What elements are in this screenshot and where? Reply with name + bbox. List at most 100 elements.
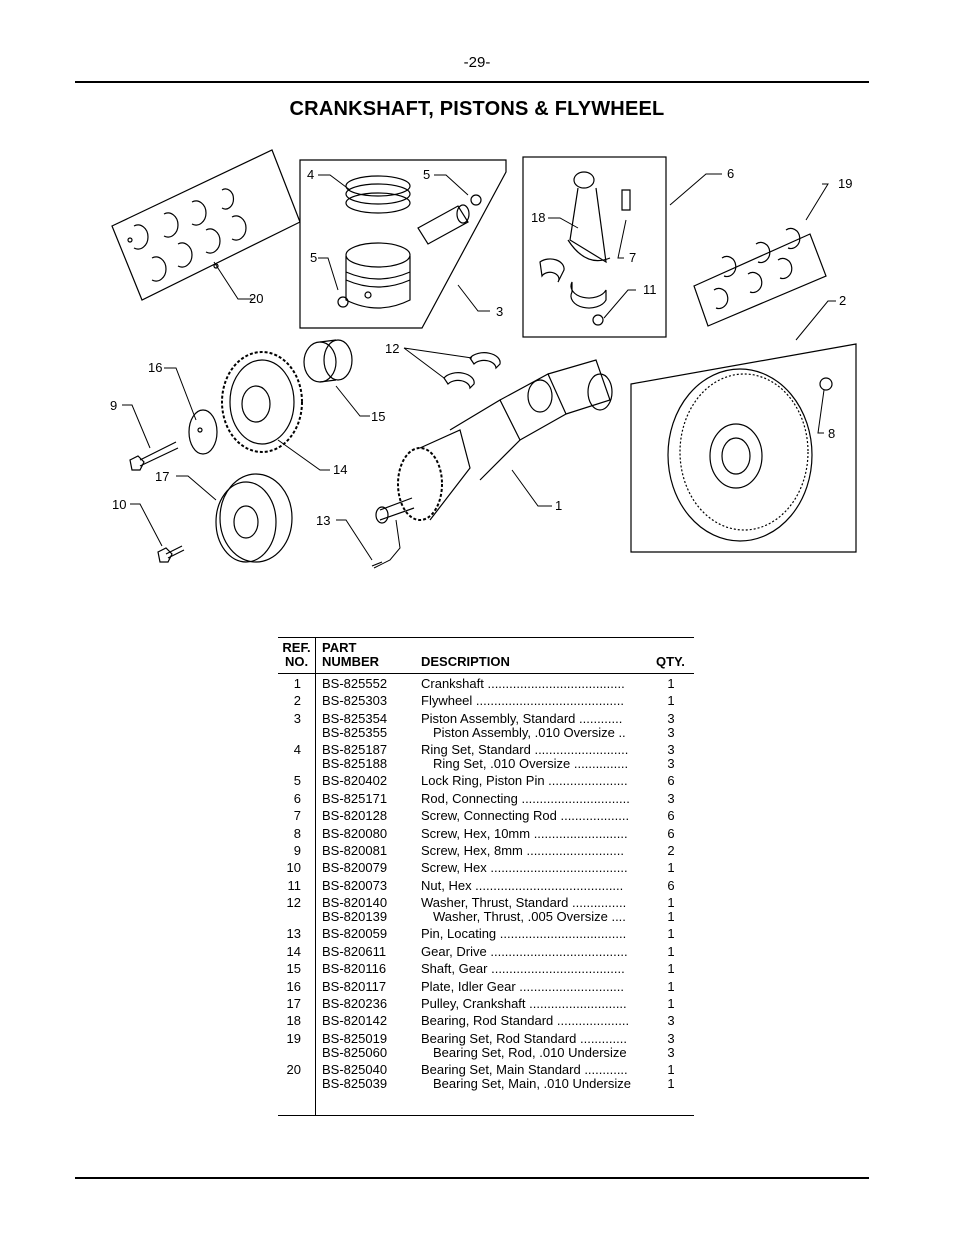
rod-bearing-set-drawing bbox=[693, 227, 827, 327]
part-number: BS-825187 bbox=[322, 742, 388, 758]
ref-number: 5 bbox=[293, 773, 301, 789]
part-description: Bearing Set, Main, .010 Undersize bbox=[433, 1076, 631, 1091]
part-number: BS-820117 bbox=[322, 978, 387, 994]
part-description: Crankshaft .............................… bbox=[421, 677, 625, 691]
callout-12: 12 bbox=[385, 341, 399, 356]
header-part-number: PART NUMBER bbox=[322, 641, 379, 669]
part-description: Piston Assembly, Standard ............ bbox=[421, 711, 623, 726]
part-number: BS-825171 bbox=[322, 790, 388, 806]
callout-14: 14 bbox=[333, 462, 347, 477]
ref-number: 15 bbox=[286, 961, 301, 977]
part-qty: 1 bbox=[667, 1075, 675, 1091]
ref-number: 19 bbox=[286, 1030, 301, 1046]
part-description: Rod, Connecting ........................… bbox=[421, 791, 630, 806]
crankshaft-pulley-drawing bbox=[215, 473, 293, 563]
part-description: Shaft, Gear ............................… bbox=[421, 962, 625, 977]
part-qty: 6 bbox=[667, 877, 675, 893]
gear-shaft-drawing bbox=[303, 339, 353, 383]
part-number: BS-820081 bbox=[322, 842, 388, 858]
header-ref: REF. NO. bbox=[280, 641, 313, 669]
hex-screw-8mm-drawing bbox=[129, 441, 179, 471]
part-description: Flywheel ...............................… bbox=[421, 694, 624, 709]
ref-number: 11 bbox=[287, 877, 302, 893]
part-description: Plate, Idler Gear ......................… bbox=[421, 979, 625, 994]
part-number: BS-820059 bbox=[322, 926, 388, 942]
part-description: Bearing Set, Rod, .010 Undersize bbox=[433, 1045, 627, 1060]
part-qty: 6 bbox=[667, 825, 675, 841]
callout-5-top: 5 bbox=[423, 167, 430, 182]
part-number: BS-820073 bbox=[322, 877, 388, 893]
header-part-line2: NUMBER bbox=[322, 654, 380, 669]
part-description: Gear, Drive ............................… bbox=[421, 944, 628, 959]
part-qty: 3 bbox=[667, 1030, 675, 1046]
table-top-rule bbox=[278, 637, 694, 638]
table-header-rule bbox=[278, 673, 694, 674]
callout-17: 17 bbox=[155, 469, 169, 484]
header-ref-line2: NO. bbox=[284, 654, 309, 669]
part-number: BS-825040 bbox=[322, 1062, 388, 1078]
ref-number: 3 bbox=[293, 710, 301, 726]
part-number: BS-825355 bbox=[322, 724, 388, 740]
thrust-washer-drawing bbox=[443, 352, 501, 390]
ref-number: 13 bbox=[286, 926, 301, 942]
part-qty: 6 bbox=[667, 773, 675, 789]
part-qty: 3 bbox=[667, 790, 675, 806]
part-qty: 1 bbox=[667, 926, 675, 942]
top-rule bbox=[75, 81, 869, 83]
ref-number: 6 bbox=[293, 790, 301, 806]
part-qty: 3 bbox=[667, 755, 675, 771]
part-number: BS-820116 bbox=[322, 961, 387, 977]
table-row: 14 BS-820611 Gear, Drive .................… bbox=[278, 943, 694, 959]
part-number: BS-825060 bbox=[322, 1044, 388, 1060]
part-qty: 2 bbox=[667, 842, 675, 858]
part-qty: 3 bbox=[667, 742, 675, 758]
ref-number: 16 bbox=[286, 978, 301, 994]
callout-18: 18 bbox=[531, 210, 545, 225]
table-row: 15 BS-820116 Shaft, Gear .................… bbox=[278, 962, 694, 976]
part-qty: 1 bbox=[667, 978, 675, 994]
part-number: BS-820402 bbox=[322, 773, 388, 789]
part-number: BS-825188 bbox=[322, 755, 388, 771]
connecting-rod-drawing bbox=[522, 156, 667, 338]
part-number: BS-820140 bbox=[322, 895, 388, 911]
part-description: Piston Assembly, .010 Oversize .. bbox=[433, 725, 626, 740]
page-title: CRANKSHAFT, PISTONS & FLYWHEEL bbox=[289, 98, 665, 120]
part-number: BS-825039 bbox=[322, 1075, 388, 1091]
exploded-parts-diagram: 4 5 5 3 20 6 18 7 11 19 2 8 12 16 9 15 1… bbox=[110, 149, 857, 569]
header-part-line1: PART bbox=[322, 640, 357, 655]
piston-assembly-drawing bbox=[299, 159, 507, 329]
part-qty: 1 bbox=[667, 693, 675, 709]
part-description: Bearing Set, Rod Standard ............. bbox=[421, 1031, 627, 1046]
callout-15: 15 bbox=[371, 409, 385, 424]
callout-3: 3 bbox=[496, 304, 503, 319]
part-number: BS-820611 bbox=[322, 943, 387, 959]
part-number: BS-820128 bbox=[322, 808, 388, 824]
ref-number: 2 bbox=[293, 693, 301, 709]
callout-6: 6 bbox=[727, 166, 734, 181]
part-qty: 1 bbox=[667, 1062, 675, 1078]
part-qty: 1 bbox=[667, 895, 675, 911]
header-qty: QTY. bbox=[656, 654, 685, 669]
part-qty: 1 bbox=[667, 995, 675, 1011]
part-description: Screw, Connecting Rod ..................… bbox=[421, 809, 630, 824]
callout-4: 4 bbox=[307, 167, 314, 182]
callout-10: 10 bbox=[112, 497, 126, 512]
part-number: BS-820080 bbox=[322, 825, 388, 841]
ref-number: 14 bbox=[286, 943, 301, 959]
part-qty: 1 bbox=[667, 943, 675, 959]
header-description: DESCRIPTION bbox=[421, 654, 510, 669]
callout-13: 13 bbox=[316, 513, 330, 528]
part-description: Screw, Hex, 8mm ........................… bbox=[421, 843, 624, 858]
